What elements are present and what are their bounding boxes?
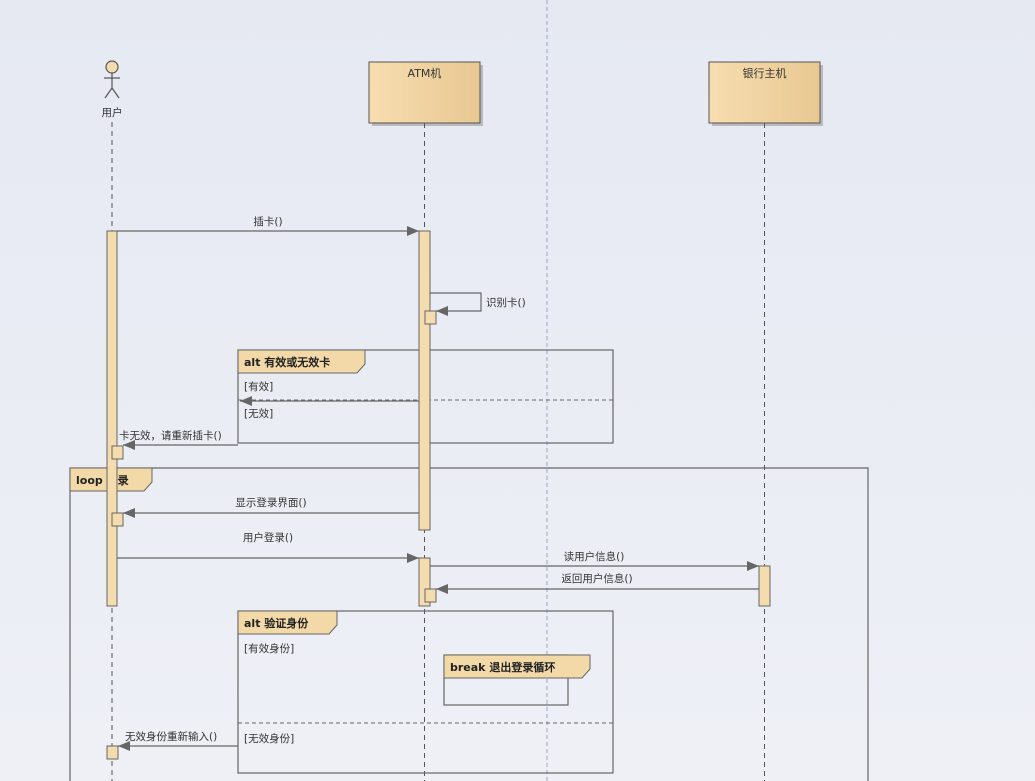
fragment-alt-card[interactable]: alt 有效或无效卡 [有效] [无效] — [237, 349, 614, 444]
activation-atm-self — [424, 310, 437, 325]
message-insert-card-label: 插卡() — [253, 215, 282, 228]
activation-atm-main — [418, 230, 431, 531]
guard-valid-identity: [有效身份] — [244, 642, 294, 655]
message-insert-card[interactable]: 插卡() — [117, 215, 419, 236]
guard-invalid-identity: [无效身份] — [244, 732, 294, 745]
actor-head-icon — [105, 60, 119, 74]
actor-user[interactable]: 用户 — [102, 60, 123, 119]
fragment-alt-auth-title: alt 验证身份 — [244, 616, 309, 630]
message-identify-card-label: 识别卡() — [486, 296, 526, 309]
message-read-user-info[interactable]: 读用户信息() — [430, 550, 759, 571]
participant-bank-label: 银行主机 — [743, 66, 787, 80]
fragment-break-exit-title: break 退出登录循环 — [450, 660, 555, 674]
activation-user-main — [106, 230, 118, 607]
actor-user-label: 用户 — [102, 106, 123, 119]
message-user-login-label: 用户登录() — [243, 531, 293, 544]
fragment-alt-card-title: alt 有效或无效卡 — [244, 355, 330, 369]
fragment-loop-login-title: loop 登录 — [76, 473, 129, 487]
message-read-user-info-label: 读用户信息() — [564, 550, 625, 563]
message-invalid-identity-reenter-label: 无效身份重新输入() — [125, 730, 217, 743]
message-identify-card[interactable]: 识别卡() — [430, 292, 526, 316]
activation-bank — [758, 565, 771, 607]
fragment-alt-auth[interactable]: alt 验证身份 [有效身份] [无效身份] — [237, 610, 614, 774]
activation-user-login-screen — [111, 512, 124, 527]
activation-user-invalid — [111, 445, 124, 460]
message-invalid-identity-reenter[interactable]: 无效身份重新输入() — [118, 730, 238, 751]
message-return-user-info[interactable]: 返回用户信息() — [436, 572, 759, 594]
guard-valid-card: [有效] — [244, 380, 273, 393]
message-return-user-info-label: 返回用户信息() — [561, 572, 632, 585]
guard-invalid-card: [无效] — [244, 407, 273, 420]
activation-atm-return — [424, 588, 437, 603]
participant-atm[interactable]: ATM机 — [368, 61, 483, 126]
activation-atm-login — [418, 557, 431, 607]
message-invalid-card-label: 卡无效，请重新插卡() — [119, 429, 222, 442]
participant-atm-label: ATM机 — [408, 66, 442, 80]
participant-bank[interactable]: 银行主机 — [708, 61, 823, 126]
fragment-break-exit[interactable]: break 退出登录循环 — [443, 654, 591, 706]
activation-user-reenter — [106, 745, 119, 760]
message-invalid-card[interactable]: 卡无效，请重新插卡() — [119, 429, 238, 450]
message-show-login-label: 显示登录界面() — [235, 496, 306, 509]
message-user-login[interactable]: 用户登录() — [117, 531, 419, 563]
message-show-login[interactable]: 显示登录界面() — [123, 496, 419, 518]
